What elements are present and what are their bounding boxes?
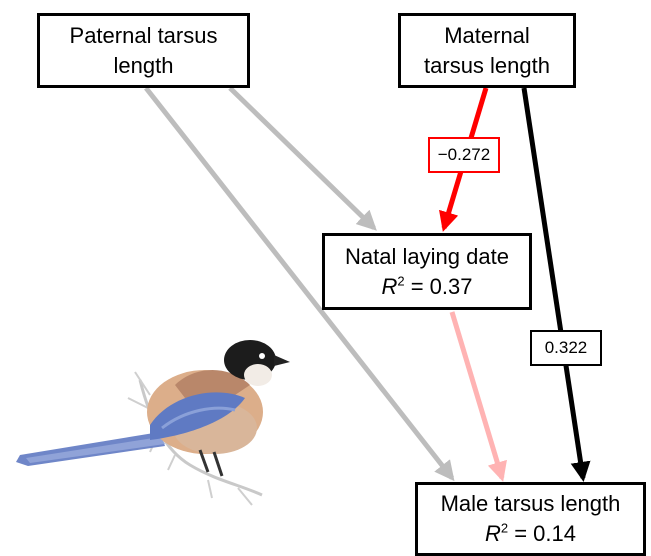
maternal-tarsus-label-line1: Maternal — [444, 21, 530, 51]
male-tarsus-node: Male tarsus length R2 = 0.14 — [415, 482, 646, 556]
arrow-natal-to-male — [452, 312, 502, 478]
paternal-tarsus-label-line2: length — [114, 51, 174, 81]
natal-laying-date-node: Natal laying date R2 = 0.37 — [322, 233, 532, 310]
arrow-paternal-to-natal — [230, 88, 374, 228]
male-r2-value: R2 = 0.14 — [485, 519, 576, 549]
coefficient-maternal-to-natal: −0.272 — [428, 137, 500, 173]
azure-winged-magpie-illustration — [16, 340, 290, 505]
natal-laying-date-label: Natal laying date — [345, 242, 509, 272]
male-tarsus-label: Male tarsus length — [441, 489, 621, 519]
paternal-tarsus-label-line1: Paternal tarsus — [70, 21, 218, 51]
maternal-tarsus-node: Maternal tarsus length — [398, 13, 576, 88]
arrow-maternal-to-male — [524, 88, 583, 478]
coefficient-maternal-to-male: 0.322 — [530, 330, 602, 366]
natal-r2-value: R2 = 0.37 — [381, 272, 472, 302]
maternal-tarsus-label-line2: tarsus length — [424, 51, 550, 81]
paternal-tarsus-node: Paternal tarsus length — [37, 13, 250, 88]
